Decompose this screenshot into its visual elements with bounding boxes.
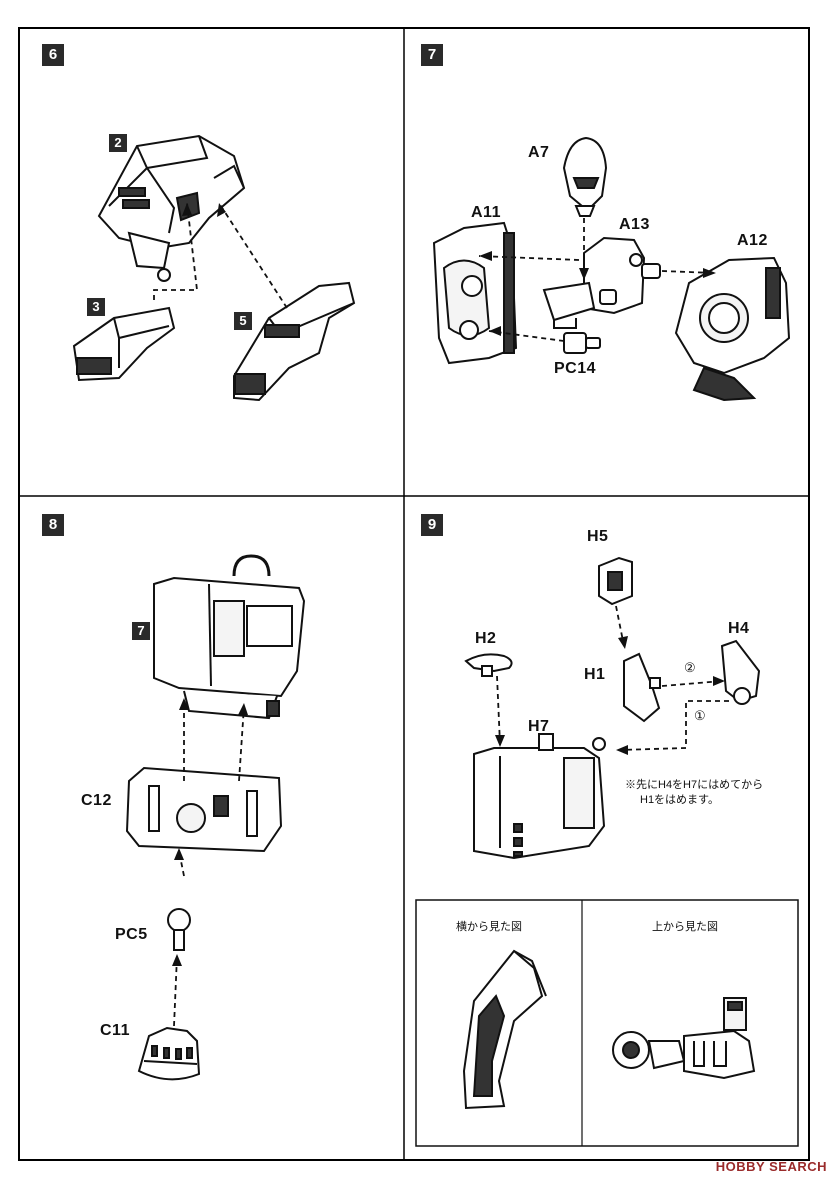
step-8-panel: 8 7 C12 PC5 C11 xyxy=(19,496,404,1160)
part-2-head xyxy=(97,134,246,282)
part-h5 xyxy=(598,556,633,606)
order-mark-1: ① xyxy=(694,708,706,723)
side-view-title: 横から見た図 xyxy=(456,921,522,933)
part-h4 xyxy=(720,639,761,705)
part-a11 xyxy=(432,221,518,365)
label-h5: H5 xyxy=(587,528,609,545)
step-8-arrowheads xyxy=(172,698,248,966)
view-inset-box xyxy=(415,899,799,1147)
label-h1: H1 xyxy=(584,666,606,683)
part-a7-head xyxy=(562,136,608,217)
step-9-panel: 9 H5 H2 H4 H1 H7 ② ① ※先にH4をH7にはめてから H1をは… xyxy=(404,496,809,1160)
step-6-panel: 6 2 3 5 xyxy=(19,28,404,496)
part-a12 xyxy=(674,256,791,402)
part-badge-7: 7 xyxy=(132,622,150,640)
part-pc14 xyxy=(563,332,601,354)
step-7-panel: 7 A7 A11 A13 A12 PC14 xyxy=(404,28,809,496)
step-9-number: 9 xyxy=(421,514,443,536)
part-a13 xyxy=(542,236,661,329)
label-h4: H4 xyxy=(728,620,750,637)
step-7-drawing xyxy=(432,136,791,402)
label-h7: H7 xyxy=(528,718,550,735)
part-3 xyxy=(72,306,176,382)
top-view-title: 上から見た図 xyxy=(652,921,718,933)
part-badge-2: 2 xyxy=(109,134,127,152)
watermark: HOBBY SEARCH xyxy=(715,1159,827,1174)
step-9-arrowheads xyxy=(495,636,725,755)
part-badge-3: 3 xyxy=(87,298,105,316)
top-view-drawing xyxy=(612,997,756,1080)
label-a11: A11 xyxy=(471,204,501,221)
part-h1 xyxy=(623,652,661,723)
part-c12 xyxy=(125,766,283,853)
label-a12: A12 xyxy=(737,232,768,249)
step-9-drawing xyxy=(415,556,799,1147)
part-badge-5: 5 xyxy=(234,312,252,330)
part-h7 xyxy=(473,733,606,860)
part-h2 xyxy=(464,653,513,677)
label-pc14: PC14 xyxy=(554,360,597,377)
part-c11 xyxy=(137,1026,201,1081)
order-mark-2: ② xyxy=(684,660,696,675)
step-9-guides xyxy=(496,605,729,751)
step-8-guides xyxy=(173,701,245,1027)
side-view-drawing xyxy=(462,949,547,1110)
step-8-drawing xyxy=(125,554,306,1081)
step-6-guides xyxy=(153,202,288,309)
label-c11: C11 xyxy=(100,1022,130,1039)
step-7-number: 7 xyxy=(421,44,443,66)
assembly-note-line-2: H1をはめます。 xyxy=(640,794,719,806)
part-5 xyxy=(233,281,356,402)
label-c12: C12 xyxy=(81,792,112,809)
label-pc5: PC5 xyxy=(115,926,148,943)
step-6-number: 6 xyxy=(42,44,64,66)
step-6-arrowheads xyxy=(182,203,226,217)
assembly-note-line-1: ※先にH4をH7にはめてから xyxy=(625,779,764,791)
step-8-number: 8 xyxy=(42,514,64,536)
label-a13: A13 xyxy=(619,216,650,233)
label-a7: A7 xyxy=(528,144,550,161)
label-h2: H2 xyxy=(475,630,497,647)
step-6-drawing xyxy=(72,134,356,402)
part-pc5 xyxy=(167,908,191,951)
step-7-arrowheads xyxy=(479,251,716,336)
torso-assembly xyxy=(153,554,306,720)
